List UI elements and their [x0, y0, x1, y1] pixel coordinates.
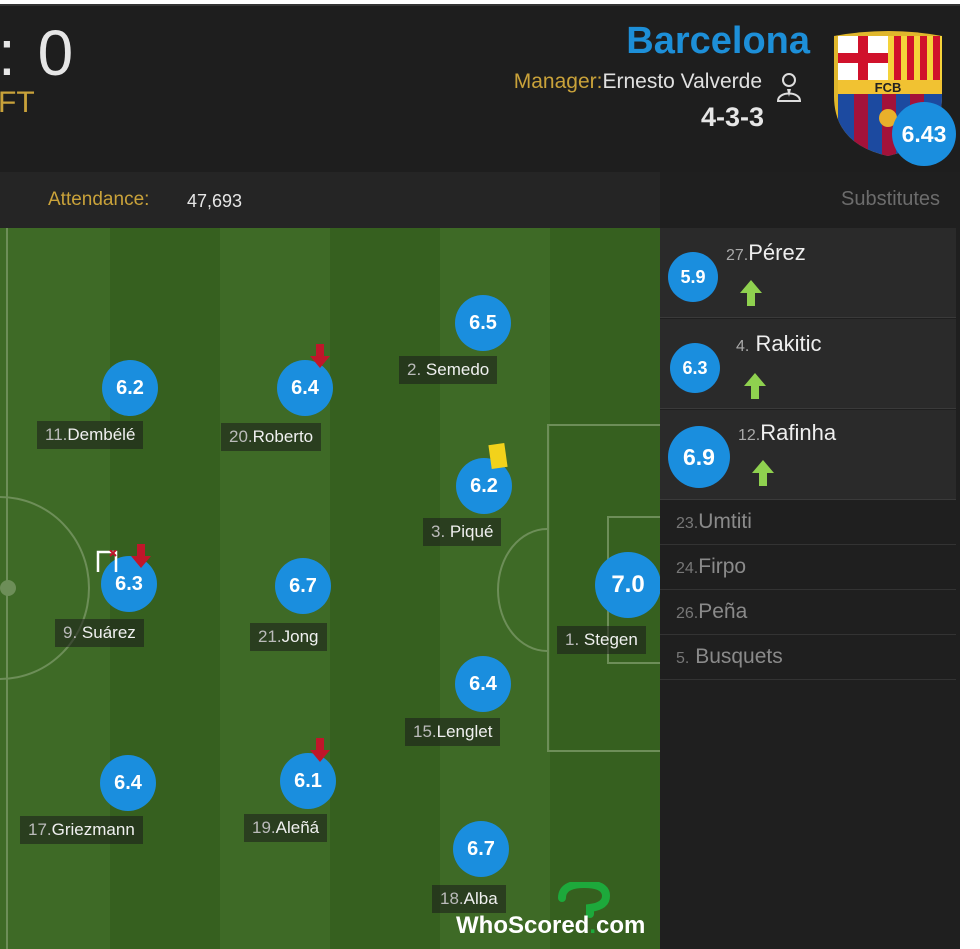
player-name-tag[interactable]: 11.Dembélé	[37, 421, 144, 449]
team-formation: 4-3-3	[700, 102, 764, 132]
bench-player-row[interactable]: 24.Firpo	[660, 545, 956, 590]
player-name-tag[interactable]: 21.Jong	[250, 623, 327, 651]
player-name-tag[interactable]: 9. Suárez	[55, 619, 144, 647]
manager-line: Manager:Ernesto Valverde	[514, 70, 762, 94]
whoscored-watermark: WhoScored.com	[452, 882, 652, 942]
substitute-card[interactable]: 5.9 27.Pérez	[660, 228, 956, 318]
subbed-on-icon	[744, 373, 766, 399]
substitute-name: 4. Rakitic	[736, 331, 822, 356]
team-rating-badge: 6.43	[892, 102, 956, 166]
bench-player-row[interactable]: 5. Busquets	[660, 635, 956, 680]
player-name-tag[interactable]: 15.Lenglet	[405, 718, 501, 746]
player-name-tag[interactable]: 17.Griezmann	[20, 816, 143, 844]
substitute-rating: 6.3	[670, 343, 720, 393]
subbed-off-icon	[310, 738, 330, 762]
substitutes-header: Substitutes	[841, 188, 940, 210]
substitutes-panel: Substitutes 5.9 27.Pérez 6.3 4. Rakitic …	[660, 172, 960, 949]
match-header: : 0 FT Barcelona Manager:Ernesto Valverd…	[0, 4, 960, 172]
team-name[interactable]: Barcelona	[626, 20, 810, 62]
substitute-name: 27.Pérez	[726, 240, 806, 265]
player-name-tag[interactable]: 20.Roberto	[221, 423, 322, 451]
substitute-card[interactable]: 6.3 4. Rakitic	[660, 319, 956, 409]
subbed-on-icon	[752, 460, 774, 486]
player-rating[interactable]: 6.1	[280, 753, 336, 809]
player-rating[interactable]: 6.4	[100, 755, 156, 811]
bench-player-row[interactable]: 26.Peña	[660, 590, 956, 635]
goal-frame-icon	[96, 550, 118, 572]
penalty-box	[547, 424, 660, 752]
player-name-tag[interactable]: 2. Semedo	[399, 356, 498, 384]
subbed-on-icon	[740, 280, 762, 306]
pitch: 6.5 2. Semedo 6.2 11.Dembélé 6.4 20.Robe…	[0, 228, 660, 949]
yellow-card-icon	[488, 443, 508, 469]
score-display: : 0	[0, 17, 76, 89]
player-name-tag[interactable]: 18.Alba	[432, 885, 506, 913]
match-info-bar: Attendance: 47,693	[0, 172, 660, 228]
manager-icon	[776, 73, 802, 102]
player-rating[interactable]: 6.5	[455, 295, 511, 351]
subbed-off-icon	[310, 344, 330, 368]
substitute-rating: 6.9	[668, 426, 730, 488]
player-name-tag[interactable]: 1. Stegen	[557, 626, 646, 654]
centre-spot	[0, 580, 16, 596]
attendance-value: 47,693	[187, 191, 243, 211]
player-name-tag[interactable]: 3. Piqué	[423, 518, 502, 546]
player-rating[interactable]: 6.7	[453, 821, 509, 877]
crest-text: FCB	[875, 80, 902, 95]
substitute-card[interactable]: 6.9 12.Rafinha	[660, 410, 956, 500]
player-rating[interactable]: 6.3	[101, 556, 157, 612]
player-rating[interactable]: 6.4	[277, 360, 333, 416]
player-rating[interactable]: 6.7	[275, 558, 331, 614]
whoscored-logo-icon	[558, 882, 611, 918]
player-rating[interactable]: 7.0	[595, 552, 660, 618]
manager-label: Manager:	[513, 70, 603, 93]
substitute-rating: 5.9	[668, 252, 718, 302]
whoscored-text: WhoScored.com	[456, 912, 646, 939]
attendance-label: Attendance:	[48, 189, 150, 210]
player-rating[interactable]: 6.2	[102, 360, 158, 416]
bench-player-row[interactable]: 23.Umtiti	[660, 500, 956, 545]
player-rating[interactable]: 6.4	[455, 656, 511, 712]
subbed-off-icon	[131, 544, 151, 568]
manager-name: Ernesto Valverde	[602, 70, 762, 93]
player-name-tag[interactable]: 19.Aleñá	[244, 814, 328, 842]
match-status: FT	[0, 86, 35, 119]
substitute-name: 12.Rafinha	[738, 420, 837, 445]
